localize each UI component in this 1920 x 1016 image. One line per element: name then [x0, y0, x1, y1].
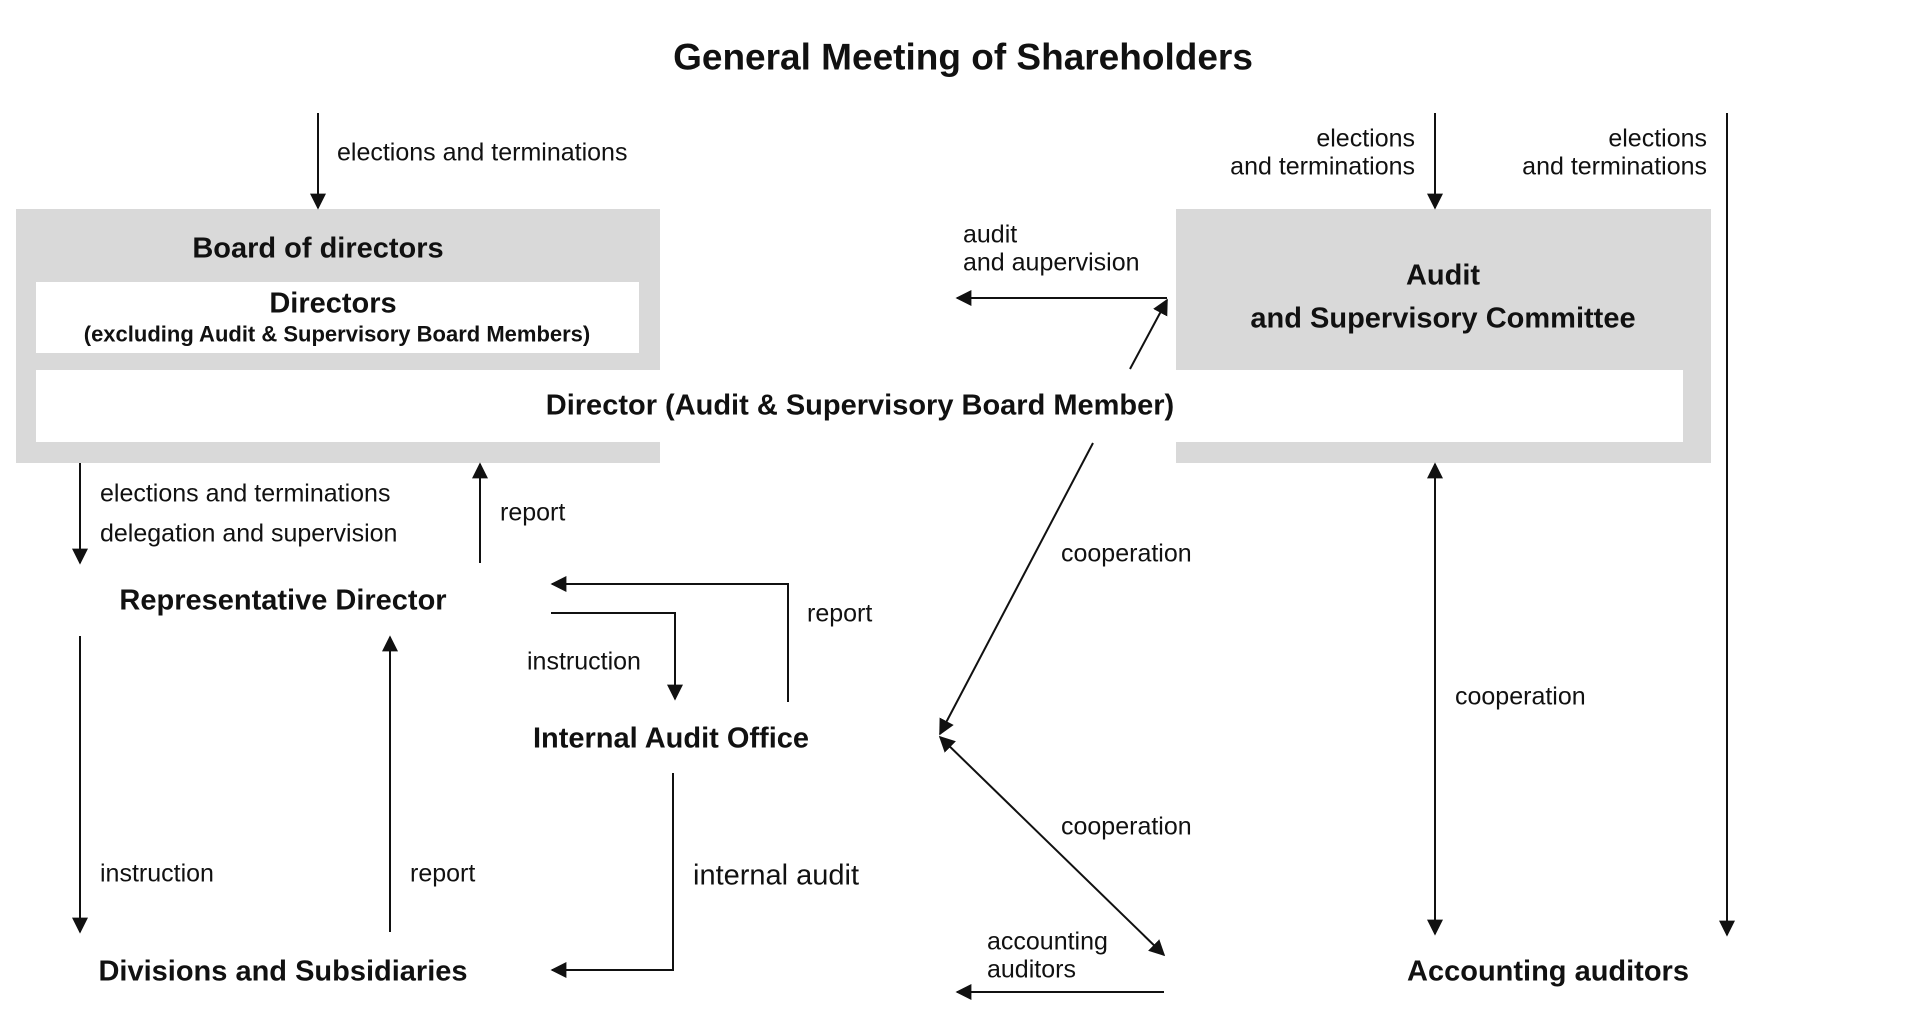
- label-internal-audit: internal audit: [693, 859, 860, 892]
- director-audit-band: [36, 370, 1683, 442]
- label-audit-2: and aupervision: [963, 248, 1140, 277]
- label-report-board: report: [500, 498, 566, 527]
- label-cooperation-upper: cooperation: [1061, 539, 1192, 568]
- label-elections-board: elections and terminations: [337, 138, 628, 167]
- arrow-internal-audit: [550, 773, 674, 978]
- label-instruction-iao: instruction: [527, 647, 641, 676]
- accounting-auditors: Accounting auditors: [1407, 955, 1689, 988]
- arrow-director-to-committee: [1129, 298, 1168, 370]
- arrow-instruction-iao: [551, 612, 683, 701]
- board-of-directors-label: Board of directors: [192, 232, 444, 265]
- diagram-title: General Meeting of Shareholders: [673, 36, 1253, 78]
- label-cooperation-right: cooperation: [1455, 682, 1586, 711]
- arrow-cooperation-upper: [939, 442, 1094, 736]
- committee-label-1: Audit: [1405, 259, 1481, 292]
- label-elections-auditors-1: elections: [1608, 124, 1707, 153]
- directors-sublabel: (excluding Audit & Supervisory Board Mem…: [83, 321, 591, 347]
- label-report-iao: report: [807, 599, 873, 628]
- arrow-cooperation-lower: [938, 735, 1166, 957]
- label-elections-auditors-2: and terminations: [1522, 152, 1707, 181]
- label-accounting-2: auditors: [987, 955, 1076, 984]
- directors-label: Directors: [269, 287, 397, 320]
- label-elections-rep: elections and terminations: [100, 479, 391, 508]
- internal-audit-office: Internal Audit Office: [532, 722, 810, 755]
- label-elections-committee-2: and terminations: [1230, 152, 1415, 181]
- directors-box: [36, 282, 639, 353]
- label-elections-committee-1: elections: [1316, 124, 1415, 153]
- label-delegation: delegation and supervision: [100, 519, 398, 548]
- divisions-and-subsidiaries: Divisions and Subsidiaries: [98, 955, 468, 988]
- label-audit-1: audit: [963, 220, 1018, 249]
- committee-label-2: and Supervisory Committee: [1250, 302, 1636, 335]
- representative-director: Representative Director: [119, 584, 447, 617]
- arrow-report-iao: [550, 576, 789, 702]
- label-report-div: report: [410, 859, 476, 888]
- label-instruction-div: instruction: [100, 859, 214, 888]
- director-audit-label: Director (Audit & Supervisory Board Memb…: [545, 389, 1175, 422]
